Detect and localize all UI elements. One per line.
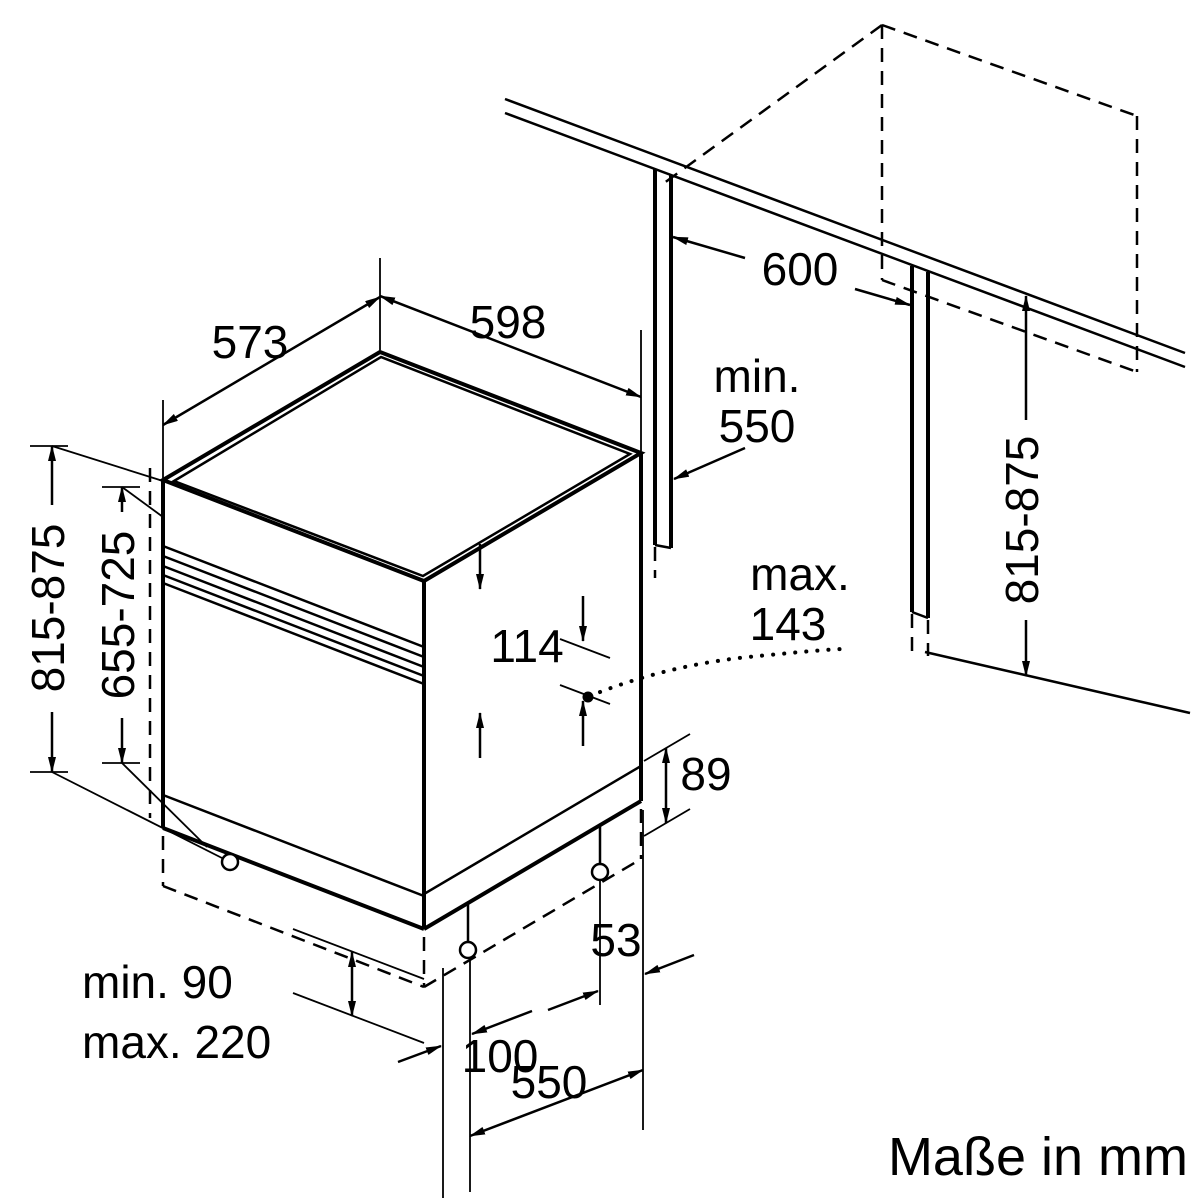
worktop-and-niche bbox=[504, 97, 1191, 715]
dim-panel-height-114: 114 bbox=[476, 544, 611, 758]
dim-cabinet-width-600: 600 bbox=[672, 235, 911, 307]
dim-label-cabinet-width: 600 bbox=[762, 243, 839, 295]
dim-label-door-value: 143 bbox=[750, 598, 827, 650]
dim-door-clearance-max-143: max. 143 bbox=[582, 548, 850, 703]
dim-label-top-depth: 573 bbox=[212, 316, 289, 368]
dim-label-niche-min: min. bbox=[714, 350, 801, 402]
dim-feet-range: min. 90 max. 220 bbox=[82, 928, 425, 1068]
dim-label-height-outer: 815-875 bbox=[22, 524, 74, 693]
dim-label-door-max: max. bbox=[750, 548, 850, 600]
units-caption: Maße in mm bbox=[888, 1127, 1188, 1187]
dotted-leader bbox=[598, 647, 844, 694]
cabinet-outline-dashed bbox=[659, 23, 1139, 374]
dim-height-inner-655-725: 655-725 bbox=[92, 486, 208, 848]
dim-top-width-598: 598 bbox=[379, 294, 642, 451]
dim-foot-spacing-550: 550 bbox=[469, 1056, 644, 1138]
dim-label-foot-min: min. 90 bbox=[82, 956, 233, 1008]
dim-niche-depth-min-550: min. 550 bbox=[673, 350, 801, 481]
dim-height-outer-815-875: 815-875 bbox=[22, 445, 223, 859]
dim-label-top-width: 598 bbox=[470, 296, 547, 348]
dim-label-panel-height: 114 bbox=[490, 620, 563, 672]
control-panel-band bbox=[162, 544, 425, 686]
dishwasher-body bbox=[148, 349, 646, 989]
dim-label-plinth-height: 89 bbox=[680, 748, 731, 800]
dim-label-rear-offset: 53 bbox=[590, 914, 641, 966]
dim-label-foot-max: max. 220 bbox=[82, 1016, 271, 1068]
dim-label-niche-height: 815-875 bbox=[996, 436, 1048, 605]
dim-niche-height-815-875: 815-875 bbox=[996, 295, 1048, 677]
feet-extended-dashed bbox=[161, 809, 643, 989]
dim-label-foot-spacing: 550 bbox=[511, 1056, 588, 1108]
dim-plinth-height-89: 89 bbox=[643, 733, 732, 837]
dim-label-niche-value: 550 bbox=[719, 400, 796, 452]
dim-label-height-inner: 655-725 bbox=[92, 531, 144, 700]
